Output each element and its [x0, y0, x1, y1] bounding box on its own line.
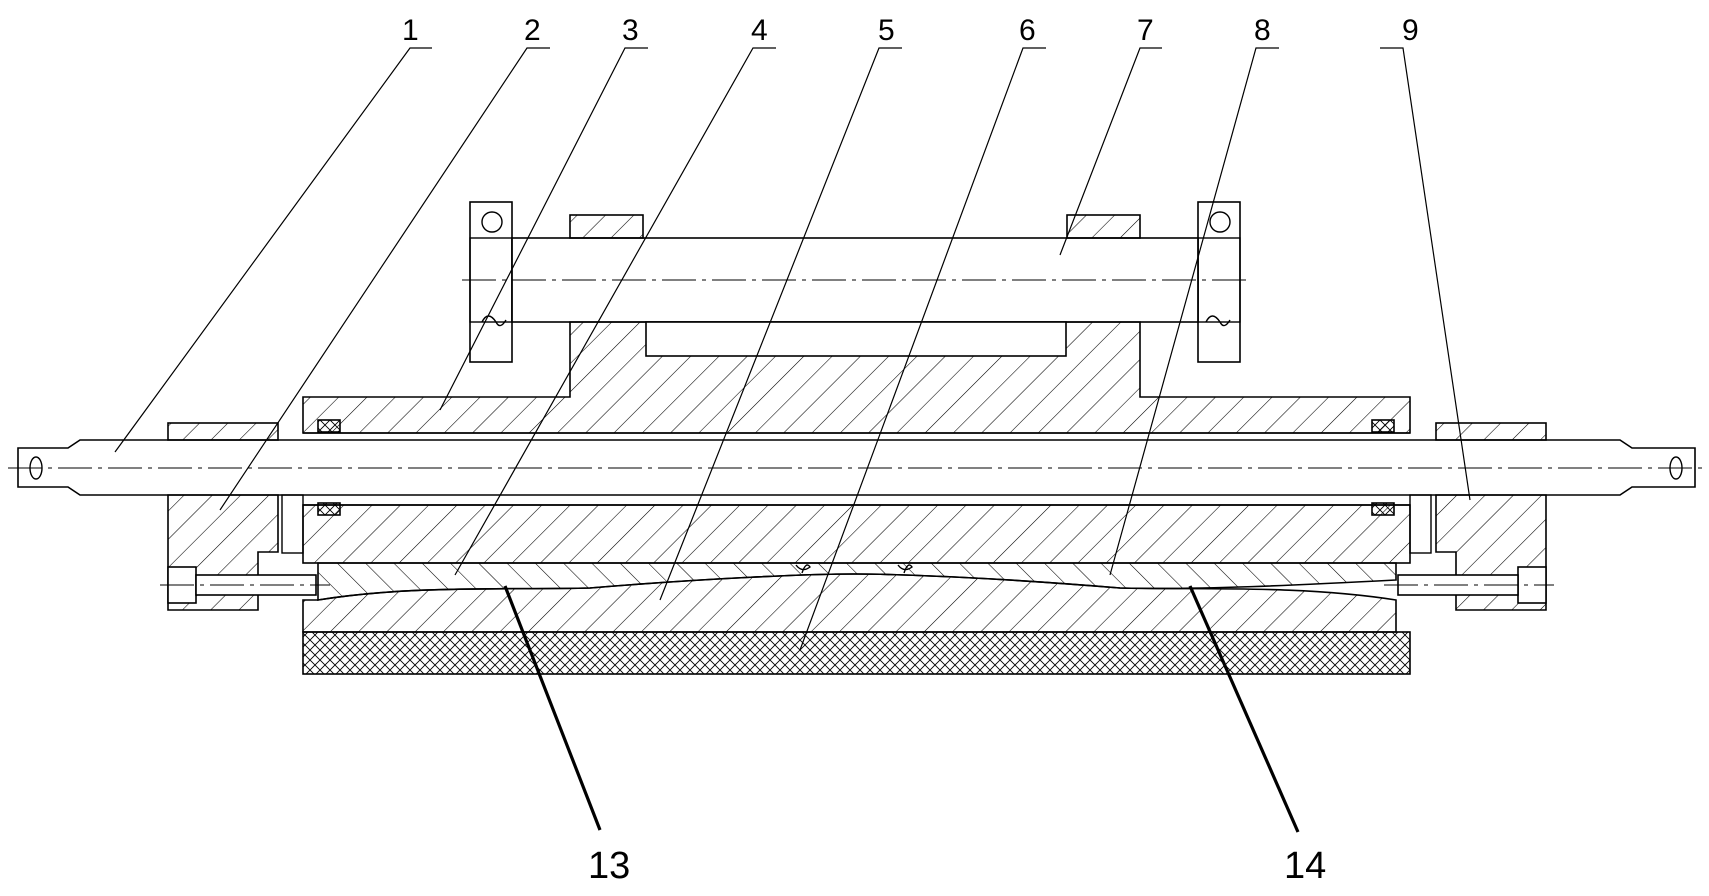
curve-notch-left [795, 564, 811, 574]
bore-bearing-top-left [317, 419, 341, 433]
callout-2: 2 [524, 14, 541, 47]
curve-notch-right [897, 564, 913, 574]
bore-bearing-bottom-left [317, 502, 341, 516]
leader-lines [114, 47, 1471, 833]
callout-labels: 1 2 3 4 5 6 7 8 9 13 14 [402, 14, 1419, 887]
left-top-collar [167, 422, 279, 441]
left-bearing-ball-top [481, 211, 503, 233]
callout-9: 9 [1402, 14, 1419, 47]
callout-1: 1 [402, 14, 419, 47]
leader-6 [799, 47, 1046, 651]
right-end-block-gap [1409, 494, 1432, 554]
bore-bearing-top-right [1371, 419, 1395, 433]
leader-1 [114, 47, 432, 453]
leader-8 [1109, 47, 1279, 576]
upper-collar-right [1066, 214, 1141, 239]
right-top-collar [1435, 422, 1547, 441]
callout-4: 4 [751, 14, 768, 47]
through-shaft [8, 432, 1705, 506]
callout-13: 13 [588, 845, 630, 887]
housing-recess [645, 321, 1067, 357]
leader-2 [219, 47, 550, 511]
lower-wedge-block [302, 573, 1397, 633]
bore-bearing-bottom-right [1371, 502, 1395, 516]
leader-7 [1059, 47, 1162, 256]
leader-13 [503, 585, 602, 831]
leader-5 [659, 47, 902, 601]
leader-9 [1380, 47, 1471, 501]
callout-7: 7 [1137, 14, 1154, 47]
housing-lower-body [302, 504, 1411, 564]
left-end-block-gap [281, 494, 304, 554]
end-parts [160, 422, 1554, 611]
curved-plate-assembly [302, 562, 1397, 633]
callout-5: 5 [878, 14, 895, 47]
bore-bearings [317, 419, 1395, 516]
upper-collar-left [569, 214, 644, 239]
right-bearing-block [1197, 201, 1241, 363]
callout-6: 6 [1019, 14, 1036, 47]
leader-3 [439, 47, 648, 411]
callout-14: 14 [1284, 845, 1326, 887]
leader-14 [1188, 585, 1300, 833]
base-friction-layer [302, 631, 1411, 675]
callout-8: 8 [1254, 14, 1271, 47]
through-shaft-body [17, 439, 1696, 496]
leader-4 [454, 47, 776, 576]
right-bearing-ball-top [1209, 211, 1231, 233]
callout-3: 3 [622, 14, 639, 47]
